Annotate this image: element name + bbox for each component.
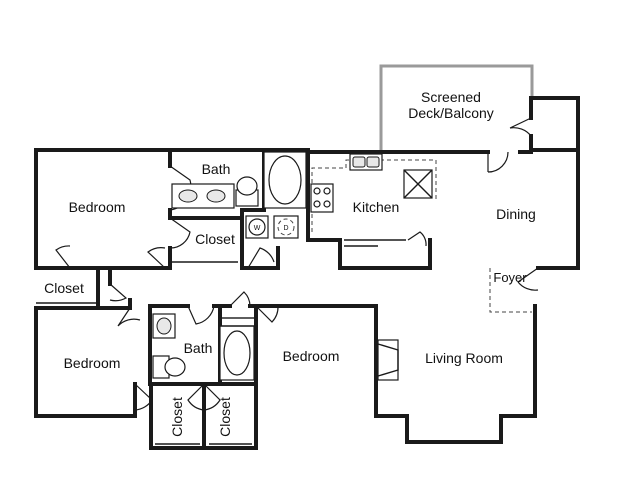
shelving-lines	[36, 239, 406, 445]
dashed-outlines	[311, 159, 532, 313]
bathtub-icon	[263, 151, 307, 209]
dining-label: Dining	[496, 206, 536, 222]
room-labels: Screened Deck/Balcony Bath Bedroom Kitch…	[44, 89, 536, 437]
washer-label: W	[254, 225, 261, 232]
top-bath-fixtures	[171, 151, 307, 209]
toilet-icon	[152, 355, 186, 379]
bottom-bath-fixtures	[152, 313, 257, 381]
laundry-fixtures: W D	[245, 215, 299, 239]
fireplace-icon	[377, 339, 399, 381]
dryer-icon: D	[273, 215, 299, 239]
screened-deck	[379, 64, 534, 150]
closet-bottom-2-label: Closet	[217, 397, 233, 437]
kitchen-sink-icon	[349, 153, 383, 171]
bathtub-icon	[219, 325, 255, 381]
refrigerator-icon	[403, 169, 433, 199]
toilet-icon	[235, 176, 259, 207]
bathroom-sink-icon	[152, 313, 176, 339]
dryer-label: D	[283, 225, 288, 232]
closet-left-label: Closet	[44, 280, 84, 296]
screened-deck-label-line1: Screened	[421, 89, 481, 105]
kitchen-label: Kitchen	[353, 199, 400, 215]
kitchen-fixtures	[310, 153, 433, 213]
double-vanity-icon	[171, 183, 235, 209]
range-icon	[310, 183, 334, 213]
closet-top-label: Closet	[195, 231, 235, 247]
bath-bottom-label: Bath	[184, 340, 213, 356]
foyer-label: Foyer	[493, 270, 527, 285]
bedroom-top-left-label: Bedroom	[69, 199, 126, 215]
washer-icon: W	[245, 215, 269, 239]
bedroom-middle-label: Bedroom	[283, 348, 340, 364]
tub-shelf	[219, 317, 257, 327]
closet-bottom-1-label: Closet	[169, 397, 185, 437]
screened-deck-label-line2: Deck/Balcony	[408, 105, 494, 121]
living-room-label: Living Room	[425, 350, 503, 366]
bath-top-label: Bath	[202, 161, 231, 177]
bedroom-bottom-left-label: Bedroom	[64, 355, 121, 371]
